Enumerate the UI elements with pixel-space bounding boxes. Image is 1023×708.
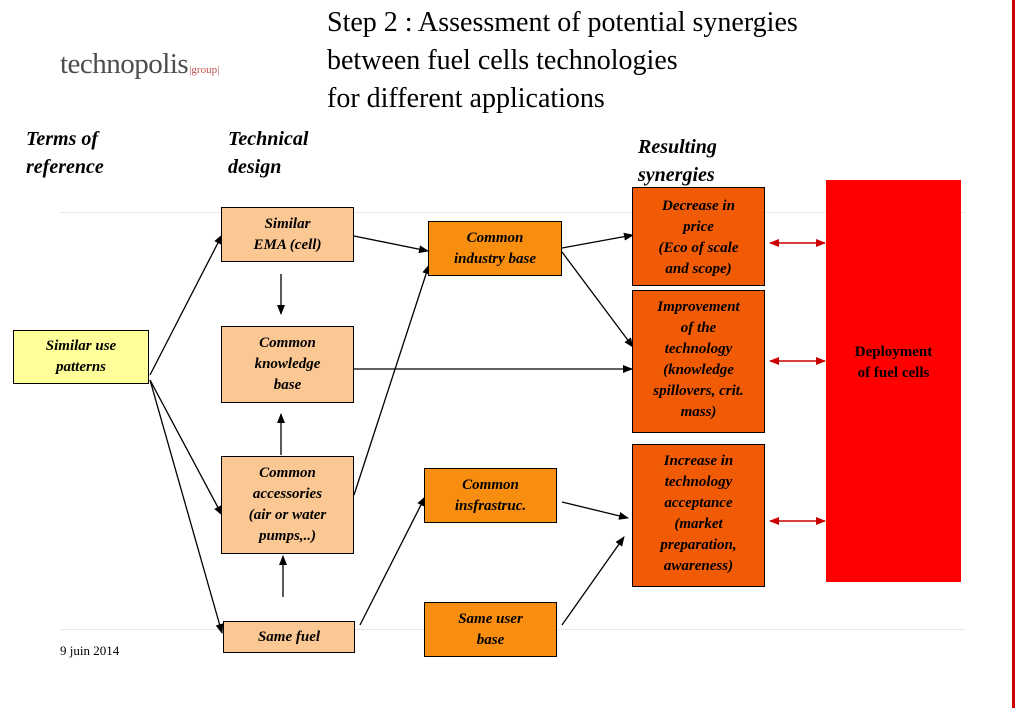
node-similar-ema-cell: Similar EMA (cell) (221, 207, 354, 262)
deployment-line-2: of fuel cells (857, 365, 930, 381)
logo-main-text: technopolis (60, 48, 189, 80)
technopolis-logo: technopolis|group| (60, 48, 219, 81)
accessories-line-2: accessories (252, 486, 323, 502)
node-deployment-of-fuel-cells: Deployment of fuel cells (826, 180, 961, 582)
knowledge-line-3: base (273, 377, 302, 393)
acceptance-line-4: (market (674, 516, 723, 532)
terms-header-line-2: reference (26, 156, 104, 178)
infra-line-2: insfrastruc. (454, 497, 527, 514)
arrow-infra-to-acceptance (561, 501, 629, 520)
user-base-line-2: base (476, 631, 505, 648)
design-header-line-1: Technical (228, 128, 309, 150)
price-line-2: price (683, 219, 714, 235)
arrow-fuel-to-infra (359, 496, 426, 626)
column-header-resulting-synergies: Resulting synergies (638, 133, 717, 189)
arrow-use-to-ema (149, 234, 223, 376)
arrow-use-to-fuel (149, 379, 224, 634)
arrow-use-to-accessories (149, 379, 223, 516)
knowledge-line-1: Common (259, 335, 316, 351)
top-divider (60, 212, 965, 213)
acceptance-line-5: preparation, (660, 537, 737, 553)
accessories-line-3: (air or water (248, 507, 327, 523)
improvement-line-3: technology (664, 341, 733, 357)
industry-line-2: industry base (453, 250, 537, 267)
improvement-line-5: spillovers, crit. (653, 383, 744, 399)
node-improvement-of-technology: Improvement of the technology (knowledge… (632, 290, 765, 433)
arrow-industry-to-improvement (561, 251, 634, 348)
acceptance-line-6: awareness) (663, 558, 734, 574)
terms-header-line-1: Terms of (26, 128, 99, 150)
node-decrease-in-price: Decrease in price (Eco of scale and scop… (632, 187, 765, 286)
node-common-knowledge-base: Common knowledge base (221, 326, 354, 403)
improvement-line-6: mass) (680, 404, 717, 420)
synergies-header-line-1: Resulting (638, 136, 717, 158)
slide-title-line-1: Step 2 : Assessment of potential synergi… (327, 7, 798, 38)
node-similar-use-patterns: Similar use patterns (13, 330, 149, 384)
fuel-line-1: Same fuel (257, 628, 321, 645)
improvement-line-4: (knowledge (663, 362, 734, 378)
node-increase-in-acceptance: Increase in technology acceptance (marke… (632, 444, 765, 587)
design-header-line-2: design (228, 156, 282, 178)
use-patterns-line-2: patterns (55, 359, 106, 375)
industry-line-1: Common (466, 229, 524, 246)
acceptance-line-2: technology (664, 474, 733, 490)
arrow-ema-to-industry (353, 235, 429, 254)
ema-line-2: EMA (cell) (253, 236, 322, 253)
right-edge-red-line (1012, 0, 1015, 708)
deployment-line-1: Deployment (854, 344, 933, 360)
node-same-user-base: Same user base (424, 602, 557, 657)
logo-group-text: |group| (189, 64, 220, 76)
acceptance-line-3: acceptance (664, 495, 733, 511)
footer-date: 9 juin 2014 (60, 643, 120, 658)
slide-title: Step 2 : Assessment of potential synergi… (327, 4, 798, 118)
accessories-line-4: pumps,..) (258, 528, 317, 544)
acceptance-line-1: Increase in (663, 453, 734, 469)
arrow-industry-to-price (561, 232, 634, 249)
improvement-line-2: of the (680, 320, 717, 336)
infra-line-1: Common (462, 476, 519, 493)
arrow-userbase-to-acceptance (561, 536, 625, 626)
column-header-technical-design: Technical design (228, 125, 308, 181)
arrow-accessories-to-industry (353, 264, 431, 496)
node-common-infrastructure: Common insfrastruc. (424, 468, 557, 523)
accessories-line-1: Common (259, 465, 316, 481)
user-base-line-1: Same user (458, 610, 523, 627)
column-header-terms-of-reference: Terms of reference (26, 125, 104, 181)
slide-title-line-3: for different applications (327, 83, 605, 114)
price-line-3: (Eco of scale (658, 240, 739, 256)
node-common-accessories: Common accessories (air or water pumps,.… (221, 456, 354, 554)
node-common-industry-base: Common industry base (428, 221, 562, 276)
price-line-1: Decrease in (662, 198, 735, 214)
node-same-fuel: Same fuel (223, 621, 355, 653)
slide-title-line-2: between fuel cells technologies (327, 45, 678, 76)
knowledge-line-2: knowledge (254, 356, 321, 372)
ema-line-1: Similar (264, 215, 311, 232)
price-line-4: and scope) (665, 261, 732, 277)
synergies-header-line-2: synergies (638, 164, 715, 186)
improvement-line-1: Improvement (657, 299, 740, 315)
use-patterns-line-1: Similar use (45, 338, 117, 354)
